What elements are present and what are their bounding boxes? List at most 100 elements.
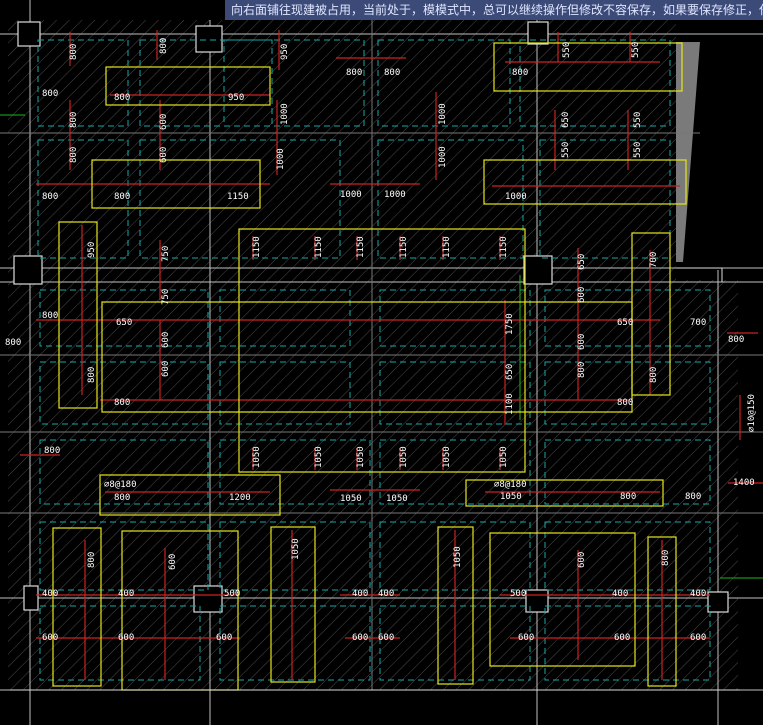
slab-panel xyxy=(519,39,671,127)
slab-panel xyxy=(539,139,671,259)
slab-panel xyxy=(139,139,341,259)
dim-label: 400 xyxy=(118,589,134,599)
dim-label: 1000 xyxy=(280,103,290,125)
dim-label: 800 xyxy=(649,367,659,383)
slab-panel xyxy=(379,361,531,425)
dim-label: 550 xyxy=(633,112,643,128)
dim-label: 600 xyxy=(614,633,630,643)
outline-frames xyxy=(10,267,740,691)
dim-label: 600 xyxy=(168,554,178,570)
highlight-box[interactable] xyxy=(99,474,281,516)
highlight-box[interactable] xyxy=(465,479,664,507)
dim-label: 400 xyxy=(690,589,706,599)
dim-label: 1050 xyxy=(386,494,408,504)
dim-label: 800 xyxy=(87,552,97,568)
highlight-box[interactable] xyxy=(58,221,98,409)
dim-label: 650 xyxy=(561,112,571,128)
dim-label: 1050 xyxy=(499,446,509,468)
slab-panel xyxy=(544,521,711,591)
dim-label: 800 xyxy=(69,112,79,128)
highlight-box[interactable] xyxy=(105,66,271,106)
dim-label: 600 xyxy=(118,633,134,643)
slab-panel xyxy=(139,39,273,127)
dim-label: 800 xyxy=(661,550,671,566)
dim-label: 1400 xyxy=(733,478,755,488)
slab-panel xyxy=(544,439,711,505)
dim-label: 800 xyxy=(42,311,58,321)
highlight-box[interactable] xyxy=(238,228,526,473)
dim-label: 550 xyxy=(633,142,643,158)
dim-label: 600 xyxy=(161,332,171,348)
dim-label: 800 xyxy=(728,335,744,345)
dim-label: 400 xyxy=(42,589,58,599)
dim-label: 950 xyxy=(228,93,244,103)
dim-label: 1150 xyxy=(227,192,249,202)
highlight-box[interactable] xyxy=(91,159,261,209)
dim-label: 800 xyxy=(5,338,21,348)
dim-label: 1050 xyxy=(399,446,409,468)
dim-label: 1000 xyxy=(276,148,286,170)
column xyxy=(707,591,729,613)
dim-label: ⌀10@150 xyxy=(747,394,757,432)
dim-label: ⌀8@180 xyxy=(104,480,137,490)
dimension-annotations: 800 800 950 800 800 950 800 550 550 800 … xyxy=(5,38,757,643)
dim-label: 1050 xyxy=(453,546,463,568)
dim-label: 1150 xyxy=(356,236,366,258)
slab-panel xyxy=(37,39,129,127)
slab-hatch-area xyxy=(8,20,676,280)
dim-label: 1050 xyxy=(291,538,301,560)
dim-label: 800 xyxy=(346,68,362,78)
highlight-box[interactable] xyxy=(437,526,474,685)
dim-label: 600 xyxy=(577,552,587,568)
highlight-box[interactable] xyxy=(647,536,677,687)
dim-label: 1150 xyxy=(442,236,452,258)
dim-label: 1150 xyxy=(252,236,262,258)
void-edge xyxy=(676,42,700,262)
dim-label: 800 xyxy=(114,493,130,503)
dim-label: 400 xyxy=(378,589,394,599)
highlight-box[interactable] xyxy=(270,526,316,683)
dim-label: 800 xyxy=(114,192,130,202)
highlight-box[interactable] xyxy=(631,232,671,396)
column xyxy=(13,255,43,285)
slab-hatch-layer xyxy=(8,20,738,690)
dim-label: 600 xyxy=(577,334,587,350)
dim-label: 800 xyxy=(114,398,130,408)
dim-label: 600 xyxy=(159,114,169,130)
column xyxy=(195,25,223,53)
dim-label: 600 xyxy=(378,633,394,643)
slab-panel xyxy=(219,605,371,681)
highlight-boxes[interactable] xyxy=(52,42,687,691)
dim-label: 1000 xyxy=(438,146,448,168)
slab-panel xyxy=(219,289,351,347)
slab-panel xyxy=(39,361,209,425)
void-area xyxy=(682,40,763,270)
slab-panel xyxy=(219,521,371,591)
dim-label: 650 xyxy=(617,318,633,328)
column xyxy=(23,585,39,611)
dim-label: 800 xyxy=(620,492,636,502)
dim-label: 800 xyxy=(44,446,60,456)
dim-label: 600 xyxy=(42,633,58,643)
dim-label: 750 xyxy=(161,289,171,305)
highlight-box[interactable] xyxy=(52,527,102,687)
slab-panel xyxy=(219,361,351,425)
slab-panel xyxy=(544,289,711,347)
slab-panel xyxy=(377,39,511,127)
highlight-box[interactable] xyxy=(493,42,683,92)
green-lines xyxy=(0,114,763,579)
dim-label: 800 xyxy=(87,367,97,383)
highlight-box[interactable] xyxy=(489,532,636,667)
dim-label: 1150 xyxy=(399,236,409,258)
slab-panel xyxy=(544,605,711,681)
dim-label: 1050 xyxy=(356,446,366,468)
dim-label: 800 xyxy=(69,147,79,163)
slab-panel xyxy=(37,139,129,259)
dim-label: 1050 xyxy=(252,446,262,468)
highlight-box[interactable] xyxy=(483,159,687,205)
dim-label: 600 xyxy=(161,361,171,377)
dim-label: 800 xyxy=(512,68,528,78)
slab-panel xyxy=(379,289,531,347)
dim-label: 600 xyxy=(577,287,587,303)
